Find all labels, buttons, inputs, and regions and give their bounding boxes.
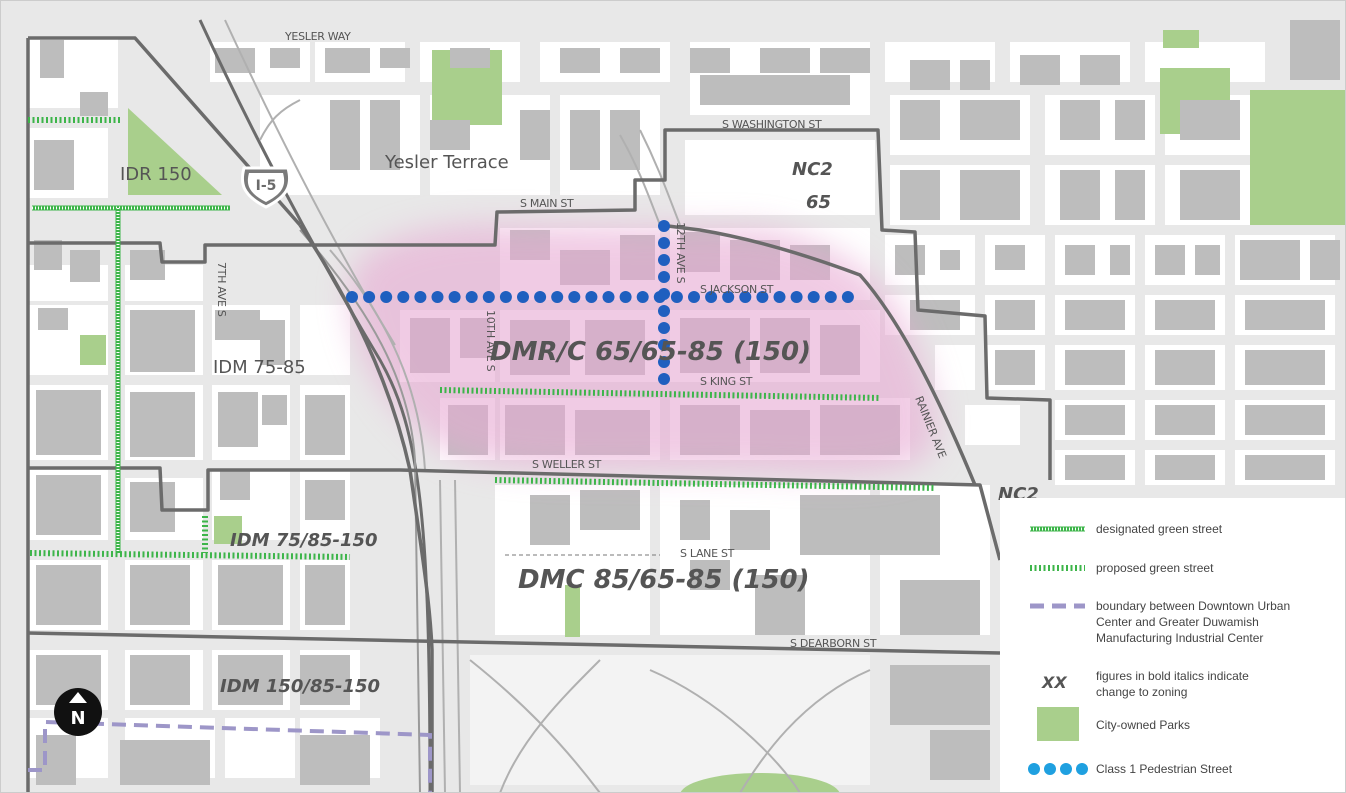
street-label-12th: 12TH AVE S xyxy=(674,222,687,284)
street-label-main: S MAIN ST xyxy=(520,197,574,210)
pedestrian-dot xyxy=(636,291,649,303)
street-label-10th: 10TH AVE S xyxy=(484,310,497,372)
zone-label-nc2-top: NC2 xyxy=(792,159,833,180)
zone-label-idr: IDR 150 xyxy=(120,164,192,185)
pedestrian-dot xyxy=(534,291,547,303)
i5-shield-label: I-5 xyxy=(256,178,277,194)
legend-label-xx-1: figures in bold italics indicate xyxy=(1096,669,1249,683)
street-label-yesler: YESLER WAY xyxy=(284,30,351,43)
pedestrian-dot xyxy=(705,291,718,303)
legend-item-xx: XX figures in bold italics indicate chan… xyxy=(1041,669,1249,699)
pedestrian-dot xyxy=(688,291,700,303)
pedestrian-dot xyxy=(658,237,670,249)
zone-label-idm-a: IDM 75-85 xyxy=(213,357,306,378)
pedestrian-dot xyxy=(824,291,837,303)
zone-label-nc2-top-height: 65 xyxy=(806,192,831,213)
pedestrian-dot xyxy=(658,305,670,317)
pedestrian-dot xyxy=(602,291,615,303)
pedestrian-dot xyxy=(722,291,735,303)
pedestrian-dot xyxy=(585,291,598,303)
pedestrian-dot xyxy=(658,271,670,283)
zone-label-idm-b: IDM 75/85-150 xyxy=(230,530,378,551)
pedestrian-dot xyxy=(482,291,495,303)
pedestrian-dot xyxy=(658,288,670,300)
street-label-lane: S LANE ST xyxy=(680,547,735,560)
legend-label-boundary-3: Manufacturing Industrial Center xyxy=(1096,631,1263,645)
north-arrow-icon: N xyxy=(54,688,102,736)
street-label-dearborn: S DEARBORN ST xyxy=(790,637,877,650)
legend-label-xx-2: change to zoning xyxy=(1096,685,1187,699)
legend-label-boundary-2: Center and Greater Duwamish xyxy=(1096,615,1259,629)
pedestrian-dot xyxy=(448,291,461,303)
legend-label-pedestrian: Class 1 Pedestrian Street xyxy=(1096,762,1233,776)
pedestrian-dot xyxy=(431,291,444,303)
pedestrian-dot xyxy=(499,291,512,303)
legend-label-boundary-1: boundary between Downtown Urban xyxy=(1096,599,1290,613)
zone-boundaries xyxy=(26,36,1052,793)
street-label-7th: 7TH AVE S xyxy=(215,262,228,317)
legend-label-parks: City-owned Parks xyxy=(1096,718,1190,732)
neighborhood-label: Yesler Terrace xyxy=(384,152,509,173)
pedestrian-dot xyxy=(619,291,632,303)
zone-label-idm-c: IDM 150/85-150 xyxy=(220,676,380,697)
highlighted-zone-dmrc xyxy=(349,223,937,475)
pedestrian-dot xyxy=(658,220,670,232)
street-label-king: S KING ST xyxy=(700,375,753,388)
pedestrian-dot xyxy=(397,291,410,303)
legend-item-proposed: proposed green street xyxy=(1030,561,1214,575)
pedestrian-dot xyxy=(346,291,358,303)
pedestrian-dot xyxy=(739,291,752,303)
class1-pedestrian-streets xyxy=(346,220,854,385)
legend-label-proposed: proposed green street xyxy=(1096,561,1214,575)
legend: designated green street proposed green s… xyxy=(1000,498,1346,793)
pedestrian-dot xyxy=(363,291,376,303)
legend-item-pedestrian: Class 1 Pedestrian Street xyxy=(1028,762,1233,776)
pedestrian-dot xyxy=(658,254,670,266)
pedestrian-dot xyxy=(756,291,769,303)
designated-green-streets xyxy=(32,205,230,553)
north-arrow-label: N xyxy=(70,708,85,729)
pedestrian-dot xyxy=(517,291,529,303)
pedestrian-dot xyxy=(807,291,820,303)
pedestrian-dot xyxy=(414,291,427,303)
pedestrian-dot xyxy=(670,291,683,303)
street-label-jackson: S JACKSON ST xyxy=(700,283,774,296)
i5-shield-icon: I-5 xyxy=(240,166,292,209)
street-label-washington: S WASHINGTON ST xyxy=(722,118,822,131)
pedestrian-dot xyxy=(841,291,854,303)
legend-xx-symbol: XX xyxy=(1041,673,1067,692)
pedestrian-dot xyxy=(773,291,786,303)
pedestrian-dot xyxy=(380,291,393,303)
legend-item-parks: City-owned Parks xyxy=(1037,707,1190,741)
zone-label-dmrc: DMR/C 65/65-85 (150) xyxy=(490,337,811,367)
pedestrian-dot xyxy=(551,291,564,303)
pedestrian-dot xyxy=(465,291,478,303)
zone-labels: IDR 150 NC2 65 IDM 75-85 DMR/C 65/65-85 … xyxy=(120,159,1039,697)
pedestrian-dot xyxy=(658,322,670,334)
pedestrian-dot xyxy=(658,339,670,351)
street-label-weller: S WELLER ST xyxy=(532,458,602,471)
legend-item-designated: designated green street xyxy=(1030,522,1223,536)
pedestrian-dot xyxy=(790,291,803,303)
duc-mic-boundary xyxy=(28,719,432,793)
pedestrian-dot xyxy=(658,373,670,385)
legend-label-designated: designated green street xyxy=(1096,522,1223,536)
pedestrian-dot xyxy=(658,356,670,368)
proposed-green-streets xyxy=(28,117,936,560)
zone-label-dmc: DMC 85/65-85 (150) xyxy=(518,565,810,595)
pedestrian-dot xyxy=(568,291,581,303)
legend-item-boundary: boundary between Downtown Urban Center a… xyxy=(1030,599,1290,645)
